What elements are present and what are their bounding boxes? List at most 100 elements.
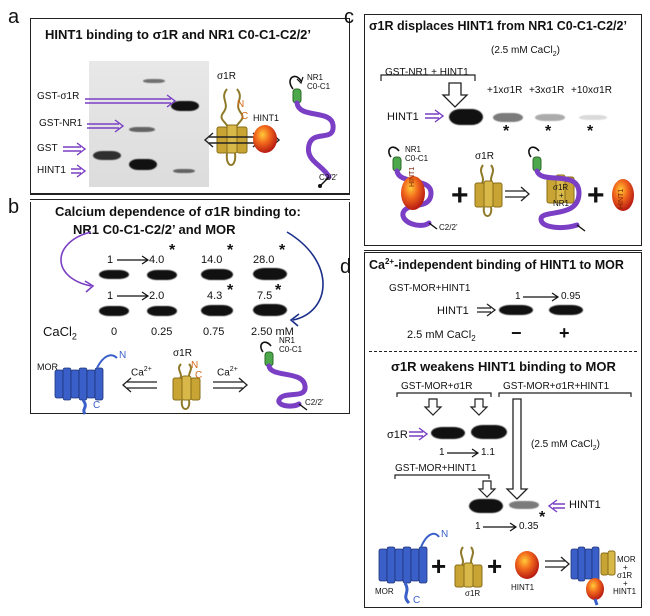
- d-mor-n: N: [441, 529, 449, 540]
- c-reaction-arrow: [505, 186, 530, 202]
- mor-icon: [54, 354, 118, 415]
- c-c22: C2/2’: [439, 223, 458, 232]
- gel-band: [93, 151, 121, 160]
- gel-band: [173, 169, 195, 173]
- d-minus: −: [511, 323, 522, 343]
- d-s1r-arrow: [409, 427, 429, 441]
- panel-a-letter: a: [8, 6, 20, 28]
- panel-b: Calcium dependence of σ1R binding to: NR…: [30, 202, 350, 415]
- c-hint1-free: HINT1: [618, 188, 625, 209]
- row1-star-1: *: [169, 242, 176, 259]
- plus-icon: +: [451, 179, 469, 212]
- hint1-icon: [515, 551, 539, 579]
- d-ratio3-1: 1: [475, 521, 481, 532]
- gel-band: [449, 109, 483, 125]
- d-cacl2-row: 2.5 mM CaCl2: [407, 329, 476, 344]
- d-dashed-divider: [369, 351, 637, 352]
- plus-icon: +: [587, 179, 605, 212]
- mor-icon: [378, 532, 440, 605]
- label-gst-s1r: GST-σ1R: [37, 91, 80, 102]
- row1-star-3: *: [279, 242, 286, 259]
- panel-a-title: HINT1 binding to σ1R and NR1 C0-C1-C2/2’: [45, 27, 312, 42]
- conc-0: 0: [111, 326, 118, 338]
- plus-icon: +: [487, 551, 503, 581]
- b-c: C: [195, 370, 203, 381]
- panel-c-d-divider: [364, 246, 642, 251]
- d-gst-mor-hint1: GST-MOR+HINT1: [389, 283, 471, 294]
- d-gst-mor-s1r: GST-MOR+σ1R: [401, 381, 473, 392]
- gel-band: [99, 306, 129, 316]
- c-complex-plus: +: [559, 191, 564, 200]
- hint1-icon: [253, 125, 277, 153]
- lane-10x: +10xσ1R: [571, 85, 612, 96]
- d-complex-s1r: σ1R: [617, 571, 633, 580]
- row2-val-1: 2.0: [149, 290, 165, 302]
- row1-val-1: 4.0: [149, 254, 165, 266]
- diag-n: N: [237, 99, 245, 110]
- diag-c22: C2/2’: [319, 173, 338, 182]
- b-s1r-label: σ1R: [173, 348, 192, 359]
- row1-star-2: *: [227, 242, 234, 259]
- d-mor-c: C: [413, 595, 421, 606]
- row2-star-2: *: [227, 282, 234, 299]
- label-hint1: HINT1: [37, 165, 66, 176]
- panel-b-title-2: NR1 C0-C1-C2/2’ and MOR: [73, 222, 236, 237]
- gel-band: [431, 427, 465, 439]
- d-s1r: σ1R: [387, 429, 408, 441]
- b-n: N: [191, 360, 199, 371]
- gel-band: [509, 501, 539, 509]
- ca-arrows: [122, 377, 248, 393]
- panel-b-curved-arrows: [60, 231, 324, 327]
- b-nr1: NR1: [279, 336, 296, 345]
- d-complex-plus: +: [623, 563, 628, 572]
- gel-band: [471, 425, 507, 439]
- gel-band: [535, 114, 565, 121]
- d-hint1-arrow: [547, 499, 565, 513]
- gel-band: [143, 79, 165, 83]
- d-complex-mor: MOR: [617, 555, 636, 564]
- sigma1r-icon: [474, 164, 503, 217]
- d-ratio2-1: 1: [439, 447, 445, 458]
- b-c0c1: C0-C1: [279, 345, 303, 354]
- s1r-nr1-complex-icon: [528, 146, 586, 232]
- gel-band: [129, 127, 155, 132]
- row2-val-2: 4.3: [207, 290, 223, 302]
- row2-val-0: 1: [107, 290, 114, 302]
- d-mor: MOR: [375, 587, 394, 596]
- plus-icon: +: [431, 551, 447, 581]
- gel-band: [201, 269, 233, 280]
- panel-c-hint1-arrow: [425, 109, 445, 123]
- c-star-3: *: [587, 123, 594, 140]
- d-hint1-diag: HINT1: [511, 583, 535, 592]
- panel-c-bracket: [380, 74, 476, 108]
- c-complex-nr1: NR1: [553, 199, 570, 208]
- d-ratio3-2: 0.35: [519, 521, 539, 532]
- ca-label-left: Ca2+: [131, 366, 152, 379]
- diag-c0c1: C0-C1: [307, 82, 331, 91]
- panel-c-cacl2: (2.5 mM CaCl2): [491, 45, 560, 58]
- gel-band: [171, 101, 199, 111]
- mor-label: MOR: [37, 362, 58, 372]
- gel-band: [99, 270, 129, 279]
- gel-band: [493, 113, 523, 122]
- c-star-1: *: [503, 123, 510, 140]
- panel-d: Ca2+-independent binding of HINT1 to MOR…: [364, 252, 642, 608]
- mor-n: N: [119, 350, 127, 361]
- hint1-icon: [612, 179, 634, 211]
- panel-d-title-1: Ca2+-independent binding of HINT1 to MOR: [369, 257, 624, 273]
- arrow-icon: [483, 522, 518, 532]
- diag-hint1: HINT1: [253, 113, 280, 123]
- nr1-icon: [289, 75, 336, 188]
- panel-a-arrows: [63, 94, 177, 178]
- gel-band: [469, 499, 503, 513]
- gel-band: [129, 159, 157, 170]
- d-ratio-1: 1: [515, 291, 521, 302]
- panel-a: HINT1 binding to σ1R and NR1 C0-C1-C2/2’…: [30, 18, 350, 194]
- gel-band: [147, 306, 177, 316]
- cacl2-label: CaCl2: [43, 324, 77, 342]
- panel-c-gst-nr1-hint1: GST-NR1 + HINT1: [385, 67, 469, 78]
- d-complex-hint1: HINT1: [613, 587, 637, 596]
- d-complex-plus2: +: [623, 579, 628, 588]
- gel-band: [549, 305, 583, 315]
- c-c0c1: C0-C1: [405, 154, 429, 163]
